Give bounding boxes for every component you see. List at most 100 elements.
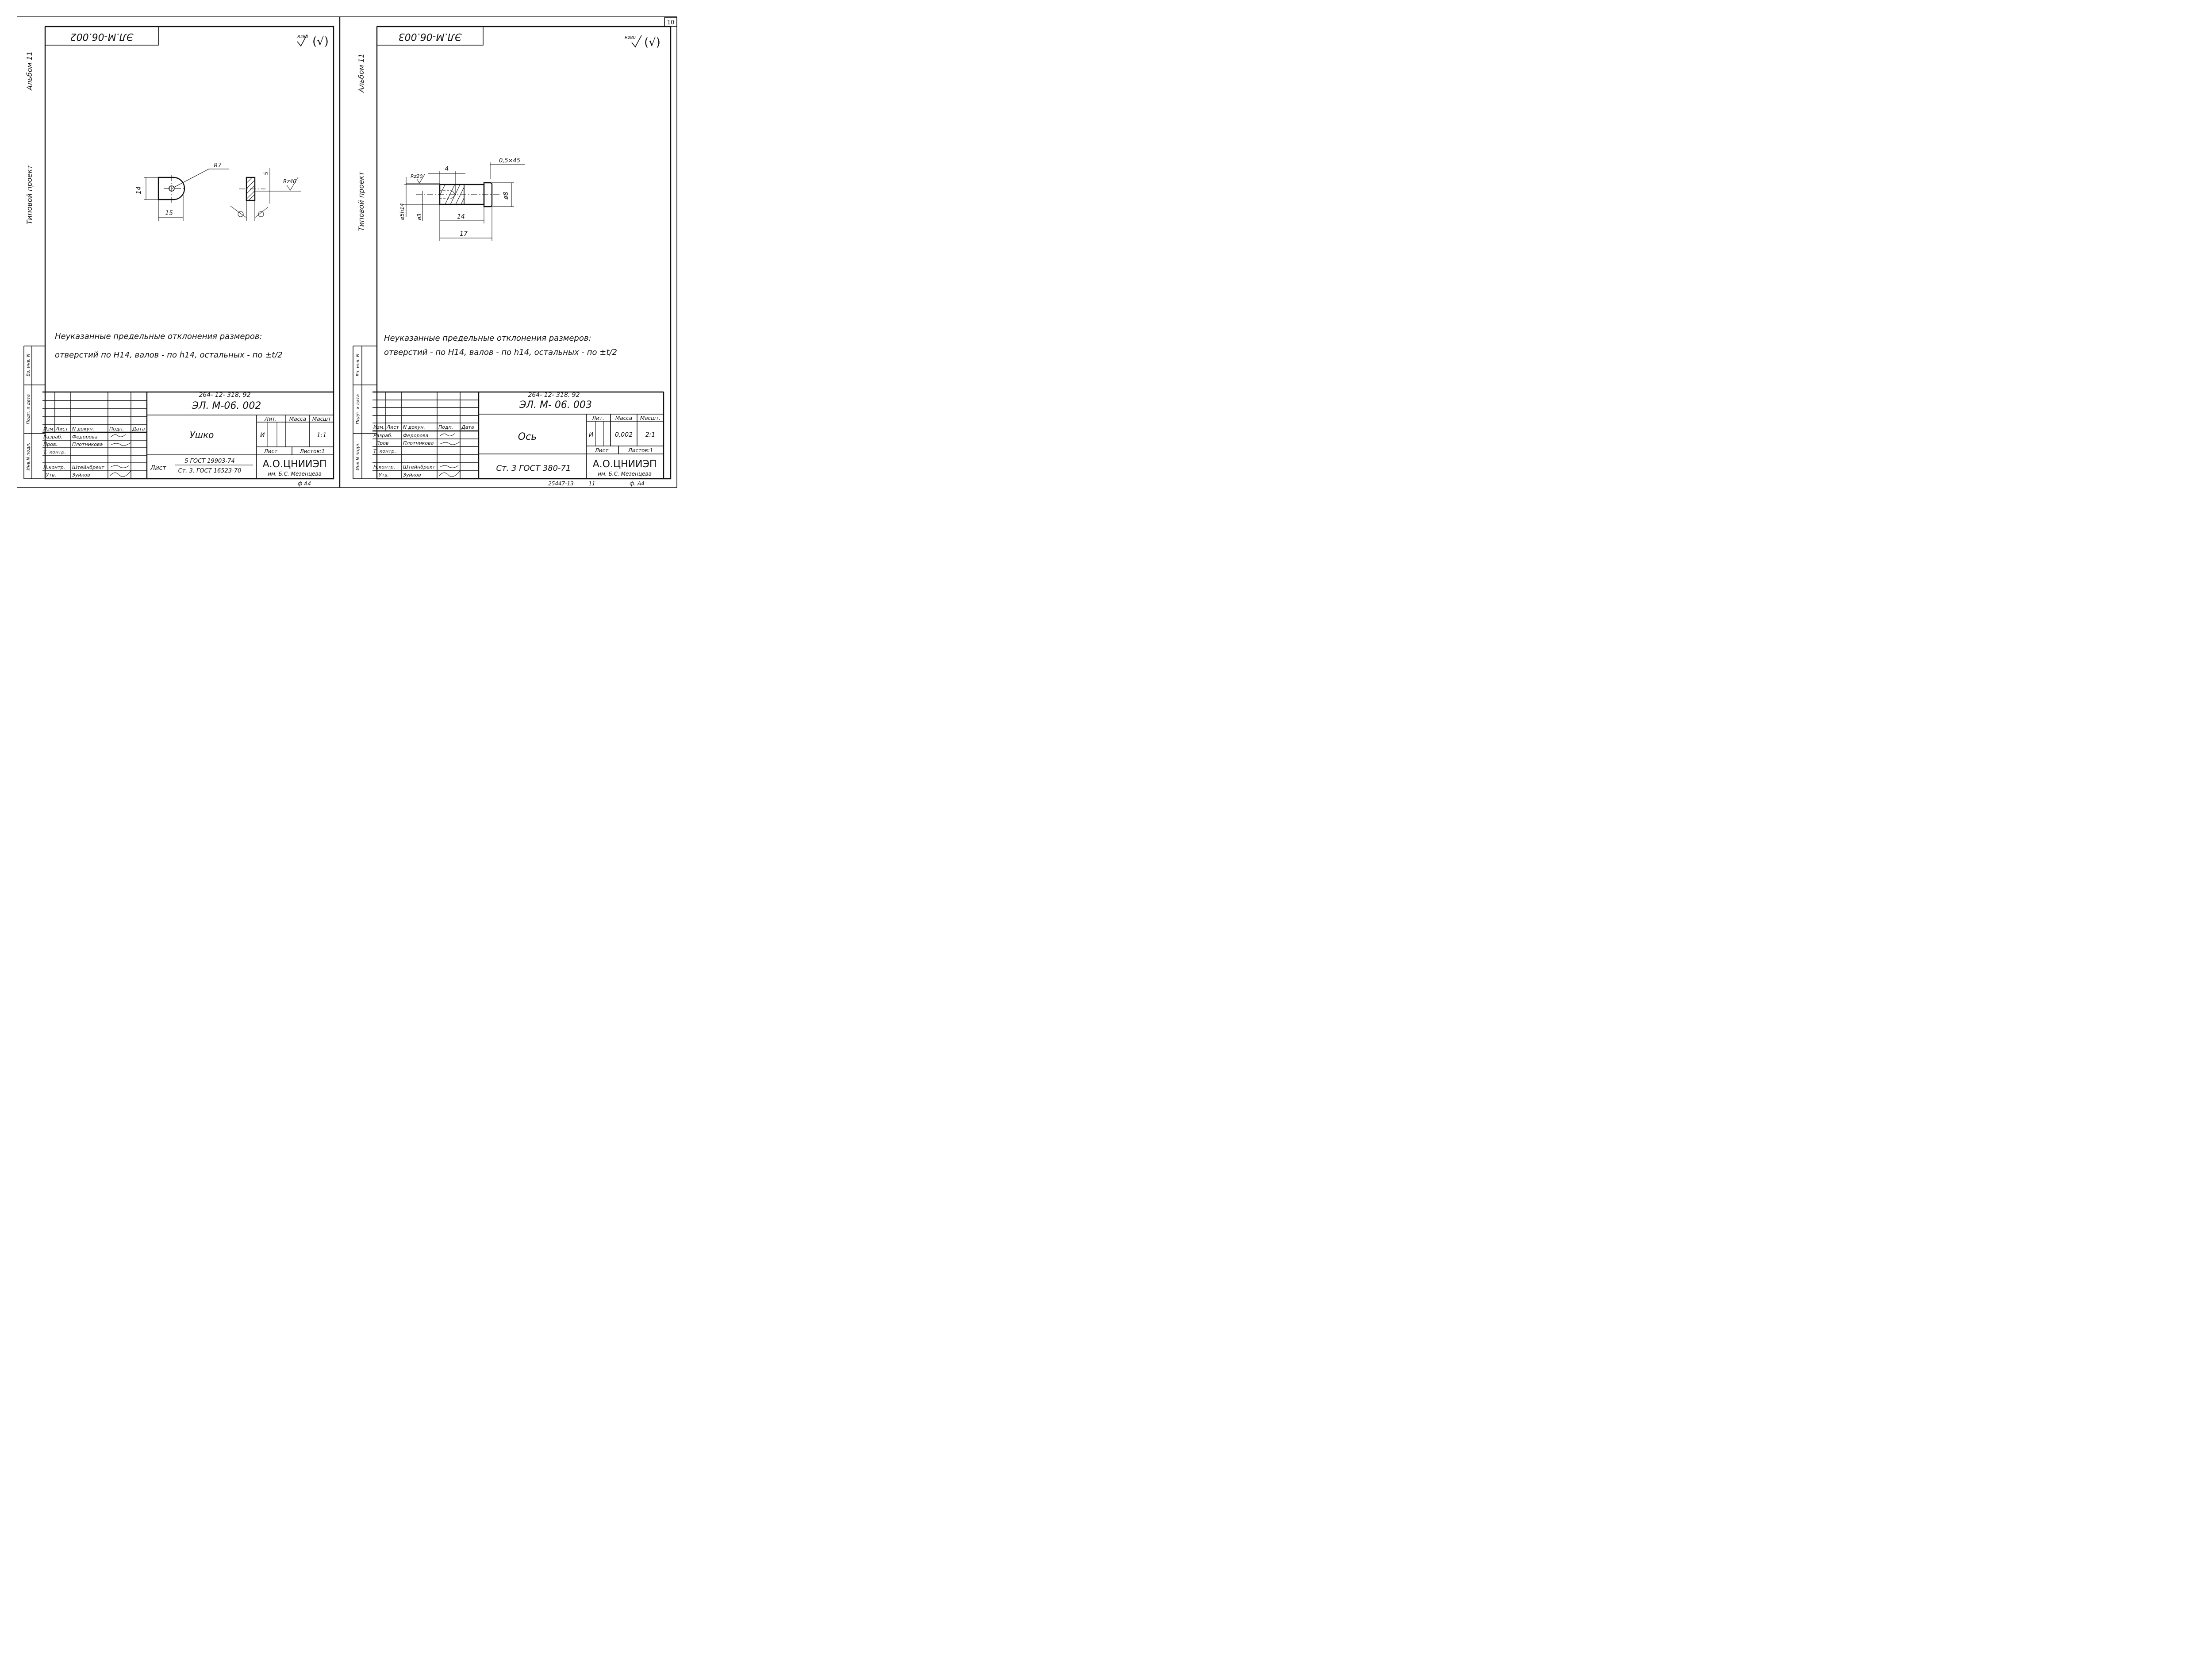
right-side-album: Альбом 11 xyxy=(357,54,365,93)
right-roughness-label: Rz80 xyxy=(625,35,636,40)
left-dim-radius: R7 xyxy=(214,162,222,169)
right-dim-length-short: 14 xyxy=(457,213,465,220)
right-tb-razrab-name: Федорова xyxy=(403,433,429,438)
left-tb-podp: Подп. xyxy=(109,426,124,432)
left-note-line2: отверстий по Н14, валов - по h14, осталь… xyxy=(55,350,283,360)
right-tb-ndoc: N докун. xyxy=(403,424,425,430)
left-title-block: Изм Лист N докун. Подп. Дата Разраб. Фед… xyxy=(42,391,334,479)
right-part-view: 0,5×45 4 Rz20 ø5h14 ø3 ø8 xyxy=(399,158,525,241)
right-tb-mass-label: Масса xyxy=(615,415,632,421)
left-part-view: 14 15 R7 xyxy=(135,162,229,221)
left-tb-sheets-label: Листов:1 xyxy=(300,448,325,454)
right-tb-utv: Утв. xyxy=(379,472,389,478)
right-title-block: Изм. Лист N докун. Подп. Дата Разраб. Фе… xyxy=(373,391,664,479)
left-tb-project-code: 264- 12- 318, 92 xyxy=(199,392,251,399)
right-drawing-sheet: Альбом 11 Типовой проект Инв.N подл. Под… xyxy=(353,26,672,480)
right-tb-org-2: им. Б.С. Мезенцева xyxy=(598,471,652,477)
left-side-strip xyxy=(23,346,46,479)
left-dim-length: 15 xyxy=(165,210,173,217)
left-dim-thickness: 5 xyxy=(263,172,270,175)
footer-inv-number: 25447-13 xyxy=(548,480,574,487)
right-tb-tkontr: Т. контр. xyxy=(373,448,396,454)
left-side-project: Типовой проект xyxy=(25,165,34,224)
right-tb-podp: Подп. xyxy=(438,424,453,430)
left-surface-rz: Rz40 xyxy=(283,178,296,184)
left-part-side-view: 5 Rz40 xyxy=(230,168,301,221)
right-cell-inv: Инв.N подл. xyxy=(356,443,361,471)
left-thk-arrow xyxy=(254,207,269,218)
left-tb-material-2: Ст. 3. ГОСТ 16523-70 xyxy=(178,468,242,474)
left-tb-razrab: Разраб. xyxy=(43,434,62,440)
right-dim-head-dia: ø8 xyxy=(503,192,510,200)
left-tb-nkontr: Н.контр. xyxy=(43,465,65,470)
left-tb-lit-value: И xyxy=(260,432,265,439)
right-frame xyxy=(376,26,672,480)
left-tb-nkontr-name: Штейнбрехт xyxy=(72,465,104,470)
right-side-project: Типовой проект xyxy=(357,171,365,231)
right-tb-part-name: Ось xyxy=(518,431,537,442)
right-tb-list: Лист xyxy=(386,424,399,430)
left-tb-tkontr: Т. контр. xyxy=(43,449,66,455)
right-tb-scale-label: Масшт. xyxy=(640,415,661,421)
left-tb-material-prefix: Лист xyxy=(150,465,166,472)
right-roughness-tick: (√) xyxy=(644,36,661,49)
left-radius-leader xyxy=(173,169,209,188)
left-surface-icon xyxy=(286,177,299,191)
footer-format-left: ф А4 xyxy=(298,480,311,487)
right-cell-vz: Вз. инв. N xyxy=(356,354,361,377)
left-tb-data: Дата xyxy=(132,426,145,432)
right-tb-scale-value: 2:1 xyxy=(645,431,656,438)
right-signatures xyxy=(438,433,461,477)
left-cell-vz: Вз. инв. N xyxy=(26,354,31,377)
right-note-line1: Неуказанные предельные отклонения размер… xyxy=(384,334,591,343)
right-roughness-icon xyxy=(631,35,642,48)
right-tb-org-1: А.О.ЦНИИЭП xyxy=(593,459,657,470)
right-dim-chamfer: 0,5×45 xyxy=(499,158,520,164)
left-thk-arrow xyxy=(230,205,247,218)
right-tb-prov-name: Плотникова xyxy=(403,440,434,446)
right-tb-doc-code: ЭЛ. М- 06. 003 xyxy=(519,400,592,411)
left-tb-ndoc: N докун. xyxy=(72,426,94,432)
right-head xyxy=(483,182,493,208)
right-tb-material-1: Ст. 3 ГОСТ 380-71 xyxy=(496,464,571,473)
left-tb-scale-value: 1:1 xyxy=(317,432,327,439)
left-frame xyxy=(44,26,334,480)
left-dim-height: 14 xyxy=(135,186,142,194)
left-tb-lit-label: Лит. xyxy=(264,416,277,422)
right-tb-mass-value: 0,002 xyxy=(615,431,633,438)
left-roughness-tick: (√) xyxy=(312,35,329,48)
right-mirrored-code: ЭЛ.М-06.003 xyxy=(399,31,462,42)
right-tb-nkontr-name: Штейнбрехт xyxy=(403,464,435,470)
left-mirrored-code: ЭЛ.М-06.002 xyxy=(70,31,134,42)
left-tb-sheet-label: Лист xyxy=(264,448,278,454)
left-tb-scale-label: Масшт xyxy=(312,416,331,422)
right-surface-rz: Rz20 xyxy=(411,173,422,179)
left-mirrored-code-box xyxy=(45,26,159,46)
drawing-sheet: 10 ф А4 25447-13 11 ф. А4 Альбом 11 Типо… xyxy=(17,16,677,488)
right-dim-bore-depth: 4 xyxy=(445,165,449,173)
right-dim-bore-dia: ø3 xyxy=(416,214,422,221)
left-cell-podp: Подп. и дата xyxy=(26,394,31,424)
left-tb-utv: Утв. xyxy=(46,472,56,478)
right-side-strip xyxy=(353,346,377,479)
left-tb-org-2: им. Б.С. Мезенцева xyxy=(268,471,322,477)
right-tb-sheets-label: Листов:1 xyxy=(628,447,653,454)
right-cell-podp: Подп. и дата xyxy=(356,394,361,424)
right-note-line2: отверстий - по Н14, валов - по h14, оста… xyxy=(384,348,617,357)
right-tb-sheet-label: Лист xyxy=(595,447,609,454)
left-note-line1: Неуказанные предельные отклонения размер… xyxy=(55,332,262,341)
left-tb-material-1: 5 ГОСТ 19903-74 xyxy=(184,458,235,465)
right-tb-prov: Пров xyxy=(376,440,388,446)
right-tb-nkontr: Н.контр. xyxy=(373,464,395,470)
left-weld-symbol xyxy=(238,211,244,217)
left-cell-inv: Инв.N подл. xyxy=(26,443,31,471)
right-tb-razrab: Разраб. xyxy=(373,433,392,438)
left-tb-list: Лист xyxy=(55,426,68,432)
right-dim-shaft-dia: ø5h14 xyxy=(399,203,405,220)
left-tb-doc-code: ЭЛ. М-06. 002 xyxy=(192,400,261,411)
left-tb-prov-name: Плотникова xyxy=(72,442,103,447)
left-lug-outline xyxy=(157,177,185,200)
left-weld-symbol xyxy=(258,211,264,217)
right-tb-utv-name: Зуйков xyxy=(403,472,421,478)
left-roughness-icon xyxy=(297,34,307,47)
